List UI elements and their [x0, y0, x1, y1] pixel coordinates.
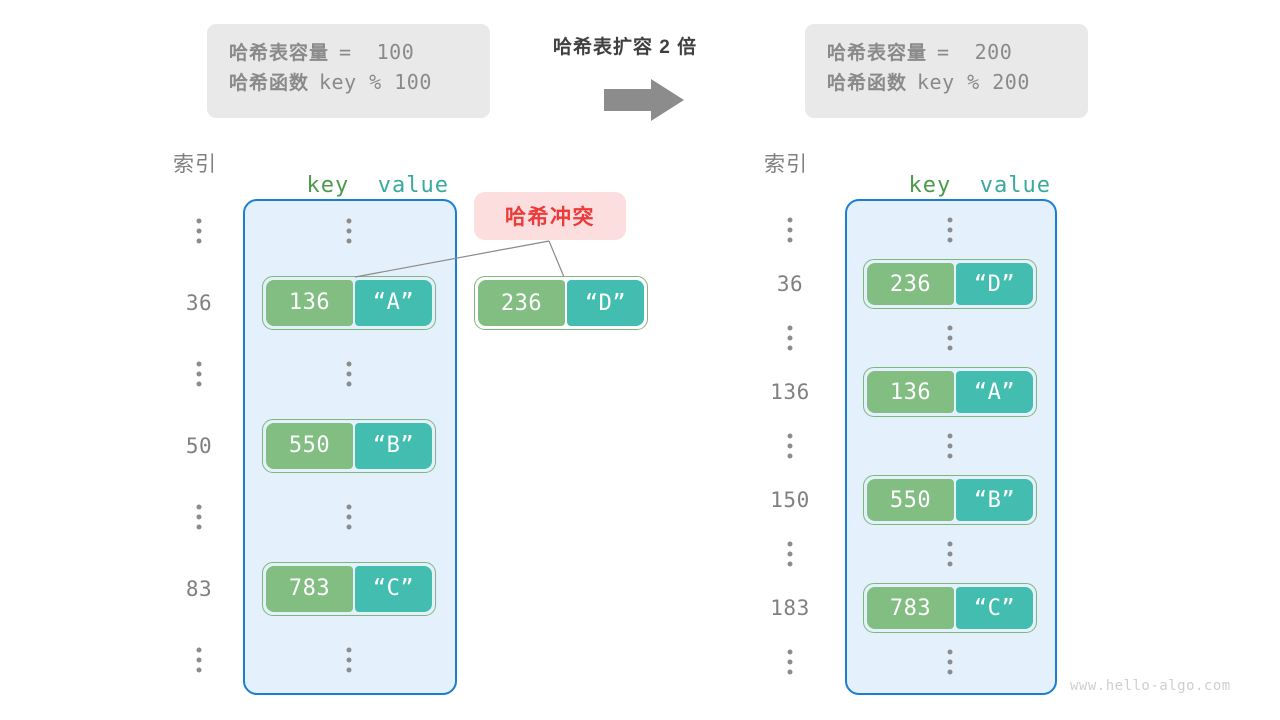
bucket-ellipsis	[947, 433, 953, 459]
left-function-label: 哈希函数	[229, 72, 310, 94]
left-function-line: 哈希函数 key % 100	[229, 68, 468, 98]
right-value-column-header: value	[979, 173, 1051, 198]
entry-value: “B”	[354, 422, 432, 469]
left-function-value: key % 100	[319, 69, 432, 94]
right-capacity-value: = 200	[937, 40, 1013, 64]
right-key-column-header: key	[908, 173, 952, 198]
entry-value: “B”	[955, 479, 1033, 521]
right-block-arrow-icon	[604, 79, 684, 121]
table-row[interactable]: 783“C”	[262, 561, 436, 616]
index-ellipsis	[787, 217, 793, 243]
index-ellipsis	[196, 218, 202, 244]
bucket-ellipsis	[947, 217, 953, 243]
left-hash-info-box: 哈希表容量 = 100 哈希函数 key % 100	[207, 24, 490, 118]
entry-key: 550	[867, 479, 954, 521]
detached-entry-236-D[interactable]: 236 “D”	[474, 276, 648, 330]
watermark: www.hello-algo.com	[1070, 678, 1231, 694]
index-label: 83	[185, 576, 213, 601]
right-function-line: 哈希函数 key % 200	[827, 68, 1066, 98]
index-ellipsis	[196, 647, 202, 673]
index-ellipsis	[787, 541, 793, 567]
detached-entry-value: “D”	[566, 280, 644, 326]
right-index-column-header: 索引	[764, 153, 808, 176]
entry-key: 136	[867, 371, 954, 413]
entry-value: “A”	[955, 371, 1033, 413]
bucket-ellipsis	[947, 541, 953, 567]
left-capacity-label: 哈希表容量	[229, 43, 330, 64]
bucket-ellipsis	[346, 361, 352, 387]
index-ellipsis	[196, 504, 202, 530]
index-label: 183	[770, 596, 810, 620]
left-capacity-value: = 100	[339, 40, 415, 64]
index-ellipsis	[196, 361, 202, 387]
index-label: 50	[185, 433, 213, 458]
table-row[interactable]: 550“B”	[262, 418, 436, 473]
entry-key: 136	[266, 279, 353, 326]
detached-entry-key: 236	[478, 280, 565, 326]
bucket-ellipsis	[947, 325, 953, 351]
right-function-label: 哈希函数	[827, 72, 908, 94]
entry-value: “C”	[354, 565, 432, 612]
left-kv-column-header: key value	[278, 148, 449, 198]
entry-value: “C”	[955, 587, 1033, 629]
bucket-ellipsis	[947, 649, 953, 675]
right-kv-column-header: key value	[880, 148, 1051, 198]
index-ellipsis	[787, 433, 793, 459]
center-title: 哈希表扩容 2 倍	[553, 37, 698, 58]
table-row[interactable]: 783“C”	[863, 583, 1037, 633]
index-ellipsis	[787, 325, 793, 351]
table-row[interactable]: 550“B”	[863, 475, 1037, 525]
left-index-column-header: 索引	[173, 153, 217, 176]
index-label: 36	[776, 272, 804, 296]
table-row[interactable]: 236“D”	[863, 259, 1037, 309]
entry-key: 236	[867, 263, 954, 305]
table-row[interactable]: 136“A”	[863, 367, 1037, 417]
bucket-ellipsis	[346, 647, 352, 673]
left-value-column-header: value	[377, 173, 449, 198]
right-hash-info-box: 哈希表容量 = 200 哈希函数 key % 200	[805, 24, 1088, 118]
bucket-ellipsis	[346, 218, 352, 244]
index-label: 136	[770, 380, 810, 404]
index-ellipsis	[787, 649, 793, 675]
entry-key: 550	[266, 422, 353, 469]
entry-key: 783	[266, 565, 353, 612]
left-key-column-header: key	[306, 173, 350, 198]
entry-value: “A”	[354, 279, 432, 326]
collision-badge: 哈希冲突	[474, 192, 626, 240]
right-function-value: key % 200	[917, 69, 1030, 94]
bucket-ellipsis	[346, 504, 352, 530]
entry-value: “D”	[955, 263, 1033, 305]
right-capacity-label: 哈希表容量	[827, 43, 928, 64]
left-capacity-line: 哈希表容量 = 100	[229, 38, 468, 68]
index-label: 150	[770, 488, 810, 512]
index-label: 36	[185, 290, 213, 315]
entry-key: 783	[867, 587, 954, 629]
table-row[interactable]: 136“A”	[262, 275, 436, 330]
right-capacity-line: 哈希表容量 = 200	[827, 38, 1066, 68]
